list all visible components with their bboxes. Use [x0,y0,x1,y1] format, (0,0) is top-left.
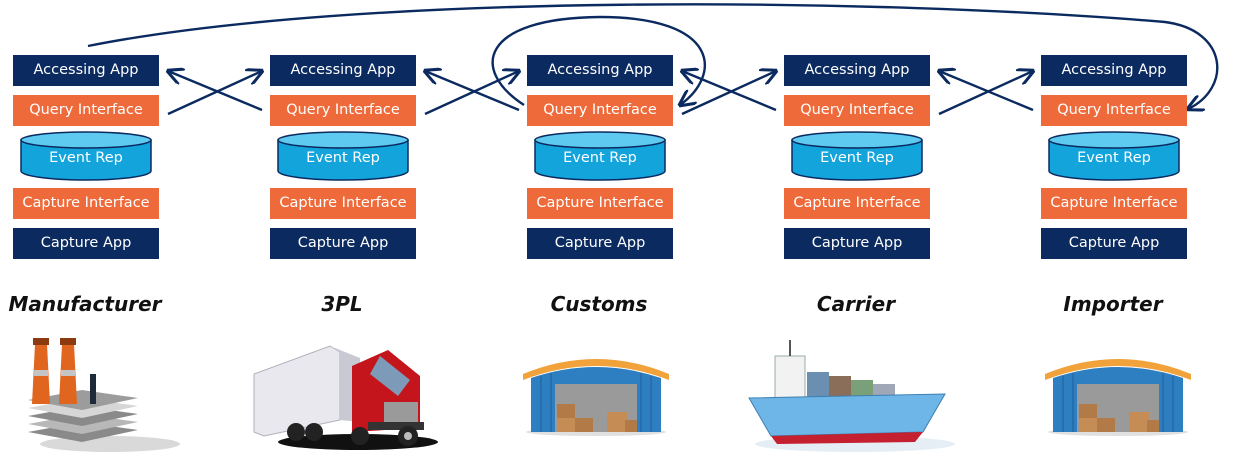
stack-manufacturer: Accessing App Query Interface Event Rep … [13,0,161,457]
accessing-app-box: Accessing App [784,55,930,86]
cross-arrow [424,71,519,116]
capture-app-box: Capture App [270,228,416,259]
party-label-3pl: 3PL [321,292,363,316]
stack-3pl: Accessing App Query Interface Event Rep … [270,0,418,457]
stack-customs: Accessing App Query Interface Event Rep … [527,0,675,457]
cross-arrow [682,71,777,112]
party-label-manufacturer: Manufacturer [8,292,162,316]
event-rep-cylinder: Event Rep [1048,131,1180,181]
accessing-app-box: Accessing App [1041,55,1187,86]
query-interface-box: Query Interface [270,95,416,126]
capture-interface-box: Capture Interface [527,188,673,219]
loop-arc-arrow [491,15,706,105]
cargo-ship-icon [748,340,955,452]
event-rep-cylinder: Event Rep [791,131,923,181]
cross-arrow [425,71,520,112]
cross-arrow [681,71,776,116]
stack-carrier: Accessing App Query Interface Event Rep … [784,0,932,457]
party-label-importer: Importer [1063,292,1163,316]
capture-app-box: Capture App [527,228,673,259]
event-rep-label: Event Rep [820,150,894,166]
long-arc-arrow [87,3,1219,109]
accessing-app-box: Accessing App [13,55,159,86]
event-rep-label: Event Rep [306,150,380,166]
accessing-app-box: Accessing App [527,55,673,86]
event-rep-label: Event Rep [1077,150,1151,166]
capture-app-box: Capture App [13,228,159,259]
event-rep-label: Event Rep [49,150,123,166]
cross-arrow [168,71,263,112]
warehouse-icon [523,359,669,436]
event-rep-cylinder: Event Rep [277,131,409,181]
party-label-customs: Customs [550,292,648,316]
warehouse-icon [1045,359,1191,436]
capture-interface-box: Capture Interface [13,188,159,219]
cross-arrow [938,71,1033,116]
event-rep-cylinder: Event Rep [534,131,666,181]
stack-importer: Accessing App Query Interface Event Rep … [1041,0,1189,457]
query-interface-box: Query Interface [1041,95,1187,126]
capture-app-box: Capture App [1041,228,1187,259]
query-interface-box: Query Interface [784,95,930,126]
event-rep-label: Event Rep [563,150,637,166]
cross-arrow [939,71,1034,112]
event-rep-cylinder: Event Rep [20,131,152,181]
accessing-app-box: Accessing App [270,55,416,86]
truck-icon [253,345,438,450]
factory-icon [28,338,180,452]
cross-arrow [167,71,262,116]
capture-interface-box: Capture Interface [784,188,930,219]
capture-app-box: Capture App [784,228,930,259]
query-interface-box: Query Interface [13,95,159,126]
party-label-carrier: Carrier [816,292,896,316]
capture-interface-box: Capture Interface [270,188,416,219]
capture-interface-box: Capture Interface [1041,188,1187,219]
query-interface-box: Query Interface [527,95,673,126]
